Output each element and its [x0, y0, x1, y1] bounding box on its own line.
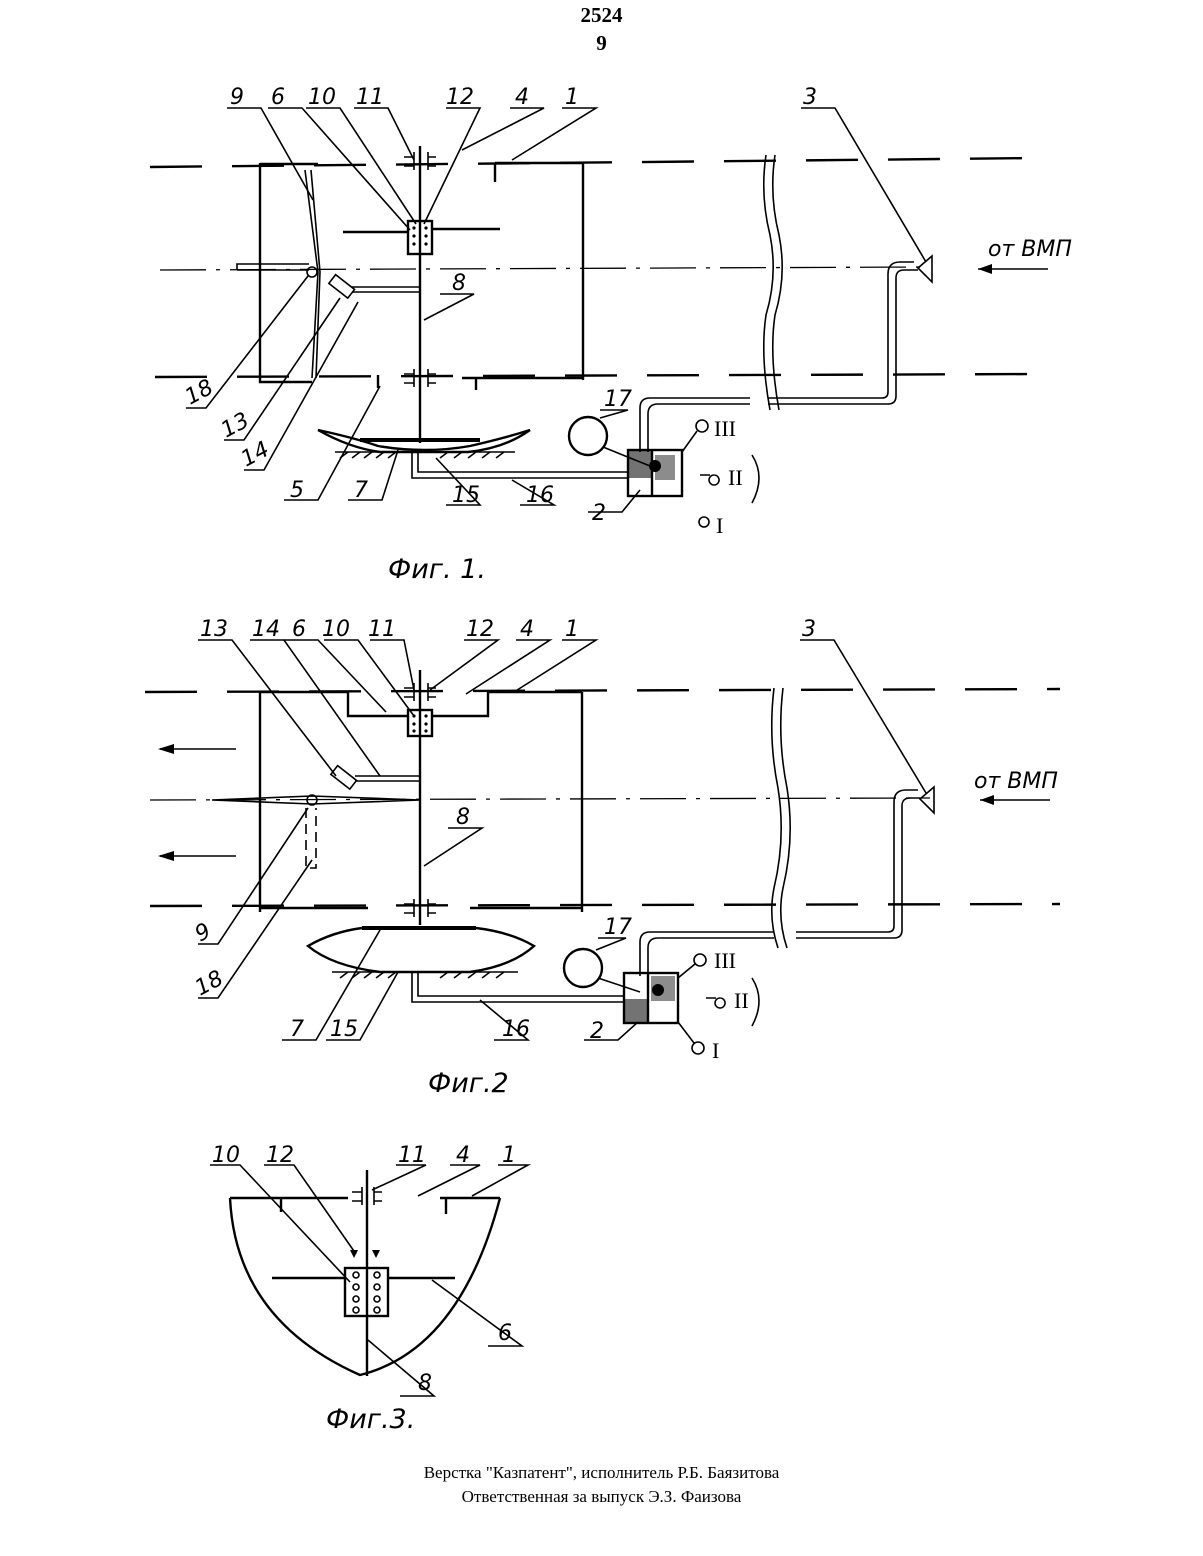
fig2-label-11: 11: [368, 617, 396, 642]
fig1-label-11: 11: [356, 85, 384, 110]
fig1-label-12: 12: [446, 85, 474, 110]
fig2-caption: Фиг.2: [428, 1068, 509, 1099]
footer-typesetting-credit: Верстка "Казпатент", исполнитель Р.Б. Ба…: [0, 1463, 1203, 1483]
fig2-label-16: 16: [502, 1017, 530, 1042]
fig1-label-9: 9: [230, 85, 244, 110]
fig1-label-10: 10: [308, 85, 336, 110]
fig2-position-II: II: [734, 988, 749, 1013]
fig1-label-13: 13: [217, 408, 253, 443]
fig1-label-17: 17: [604, 387, 632, 412]
fig3-caption: Фиг.3.: [326, 1404, 415, 1435]
fig2-label-3: 3: [802, 617, 816, 642]
fig1-label-14: 14: [237, 437, 273, 472]
fig1-label-1: 1: [565, 85, 579, 110]
fig1-position-I: I: [716, 513, 723, 538]
fig1-label-6: 6: [271, 85, 285, 110]
fig1-label-7: 7: [354, 478, 368, 503]
fig1-label-3: 3: [803, 85, 817, 110]
fig1-label-16: 16: [526, 483, 554, 508]
fig3-label-4: 4: [456, 1143, 470, 1168]
fig3-label-1: 1: [502, 1143, 516, 1168]
fig1-label-15: 15: [452, 483, 480, 508]
fig2-label-13: 13: [200, 617, 228, 642]
fig1-caption: Фиг. 1.: [388, 554, 486, 585]
fig2-position-I: I: [712, 1038, 719, 1063]
fig1-inflow-label: от ВМП: [988, 237, 1072, 262]
fig3-label-6: 6: [498, 1321, 512, 1346]
fig2-label-7: 7: [290, 1017, 304, 1042]
fig2-label-8: 8: [456, 805, 470, 830]
fig3-label-8: 8: [418, 1371, 432, 1396]
fig2-label-18: 18: [191, 966, 227, 1001]
fig2-position-III: III: [714, 948, 736, 973]
fig1-label-8: 8: [452, 271, 466, 296]
footer-responsible-editor: Ответственная за выпуск Э.З. Фаизова: [0, 1487, 1203, 1507]
fig2-label-9: 9: [191, 919, 215, 948]
fig2-label-15: 15: [330, 1017, 358, 1042]
fig1-label-4: 4: [515, 85, 529, 110]
figure-3: 10 12 11 4 1 6 8 Фиг.3.: [210, 1143, 528, 1435]
fig1-label-2: 2: [592, 501, 606, 526]
fig1-position-II: II: [728, 465, 743, 490]
fig3-label-10: 10: [212, 1143, 240, 1168]
fig1-label-18: 18: [181, 375, 217, 410]
fig2-inflow-label: от ВМП: [974, 769, 1058, 794]
fig3-label-11: 11: [398, 1143, 426, 1168]
fig3-label-12: 12: [266, 1143, 294, 1168]
fig2-label-1: 1: [565, 617, 579, 642]
fig1-label-5: 5: [290, 478, 304, 503]
fig2-label-4: 4: [520, 617, 534, 642]
fig2-label-6: 6: [292, 617, 306, 642]
fig2-label-17: 17: [604, 915, 632, 940]
fig2-label-10: 10: [322, 617, 350, 642]
figure-1: от ВМП III II I 9 6 10 11 12 4: [150, 85, 1072, 585]
fig2-label-12: 12: [466, 617, 494, 642]
fig2-label-2: 2: [590, 1019, 604, 1044]
fig1-position-III: III: [714, 416, 736, 441]
figure-2: от ВМП III II I 13 14 6 10 11 12: [145, 617, 1060, 1099]
fig2-label-14: 14: [252, 617, 280, 642]
